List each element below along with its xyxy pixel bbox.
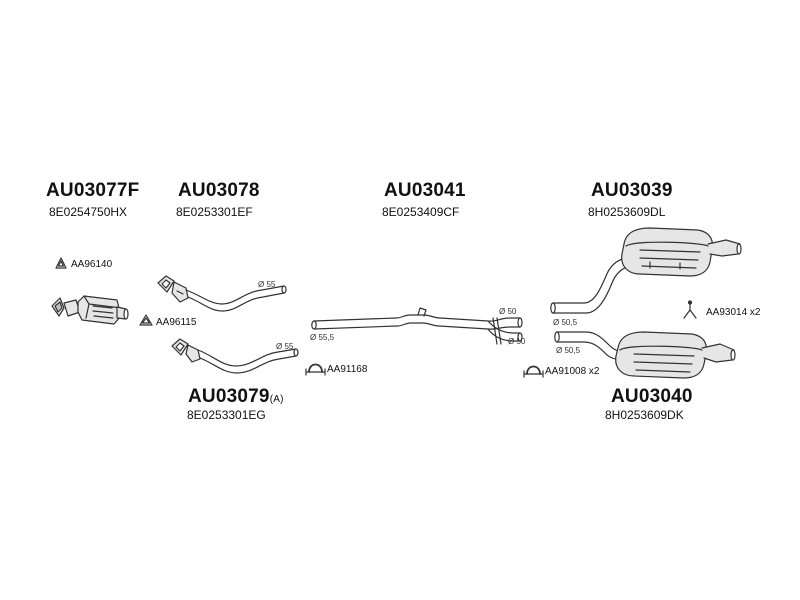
part-code-au03079-text: AU03079 [188, 386, 270, 407]
rear-silencer-au03039 [550, 227, 742, 314]
diameter-label-au03041-front: Ø 55,5 [310, 333, 335, 342]
accessory-label-aa91168: AA91168 [327, 364, 368, 375]
part-code-au03040: AU03040 [611, 386, 693, 407]
oem-code-au03077f: 8E0254750HX [49, 205, 128, 219]
oem-code-au03041: 8E0253409CF [382, 205, 460, 219]
clamp-icon-aa91168 [305, 363, 326, 376]
diameter-label-au03040: Ø 50,5 [556, 346, 581, 355]
accessory-label-aa91008: AA91008 x2 [545, 366, 600, 377]
accessory-label-aa93014: AA93014 x2 [706, 307, 761, 318]
front-pipe-au03078 [157, 275, 287, 312]
part-code-au03079-suffix: (A) [269, 394, 284, 405]
accessory-label-aa96140: AA96140 [71, 259, 113, 270]
diameter-label-au03039: Ø 50,5 [553, 318, 578, 327]
front-pipe-au03079 [171, 338, 299, 374]
oem-code-au03078: 8E0253301EF [176, 205, 253, 219]
rear-silencer-au03040 [554, 331, 736, 379]
catalytic-converter-au03077f [51, 295, 129, 325]
middle-pipe-au03041 [311, 307, 523, 345]
accessory-label-aa96115: AA96115 [156, 317, 197, 328]
diameter-label-au03078: Ø 55 [258, 280, 276, 289]
diameter-label-au03041-rear-top: Ø 50 [499, 307, 517, 316]
hanger-icon-aa93014 [683, 300, 697, 319]
clamp-icon-aa96115 [139, 314, 153, 326]
part-code-au03079: AU03079(A) [188, 386, 284, 408]
clamp-icon-aa91008 [523, 365, 544, 378]
part-code-au03078: AU03078 [178, 180, 260, 201]
clamp-icon-aa96140 [55, 257, 67, 269]
part-code-au03077f: AU03077F [46, 180, 140, 201]
part-code-au03039: AU03039 [591, 180, 673, 201]
diameter-label-au03079: Ø 55 [276, 342, 294, 351]
oem-code-au03039: 8H0253609DL [588, 205, 666, 219]
part-code-au03041: AU03041 [384, 180, 466, 201]
oem-code-au03079: 8E0253301EG [187, 408, 266, 422]
oem-code-au03040: 8H0253609DK [605, 408, 684, 422]
